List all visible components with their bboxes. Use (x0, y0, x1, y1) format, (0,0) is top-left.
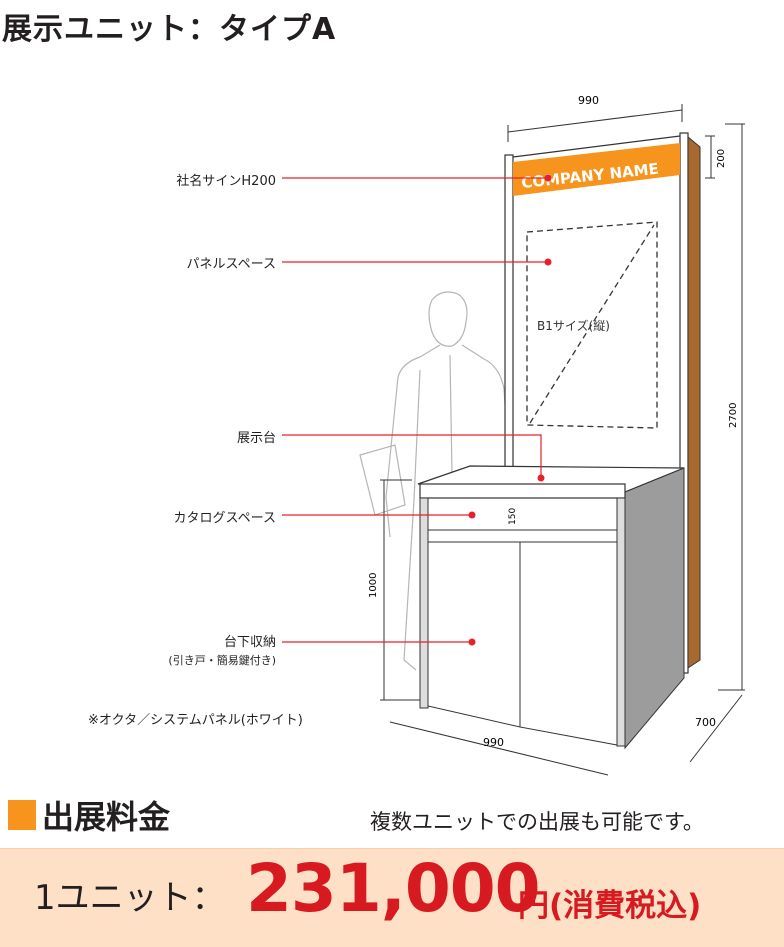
door-right (519, 541, 618, 746)
panel-size-label: B1サイズ(縦) (537, 318, 610, 333)
price-value: 231,000 (246, 850, 541, 927)
currency-note: 円(消費税込) (518, 888, 702, 924)
callout-storage: 台下収納 (223, 635, 276, 650)
footnote: ※オクタ／システムパネル(ホワイト) (88, 713, 303, 728)
callout-lines (282, 177, 548, 643)
counter (417, 465, 685, 750)
dim-bottom-width: 990 (483, 736, 504, 749)
orange-square-icon (8, 800, 36, 830)
price-band (0, 848, 784, 947)
page-title: 展示ユニット：タイプA (2, 12, 337, 47)
dim-top-width: 990 (578, 94, 599, 107)
callout-dots (468, 174, 552, 646)
callout-catalog: カタログスペース (173, 511, 276, 526)
callout-counter: 展示台 (236, 431, 276, 446)
company-sign (513, 143, 680, 196)
pricing-heading: 出展料金 (8, 792, 170, 838)
panel-space-dashed (526, 221, 658, 429)
back-frame (504, 132, 701, 674)
dim-counter-height: 1000 (368, 573, 379, 598)
callout-panel: パネルスペース (186, 257, 276, 272)
callout-sign: 社名サインH200 (176, 174, 276, 189)
dim-sign-height: 200 (716, 149, 727, 168)
unit-label: 1ユニット： (34, 878, 226, 918)
exhibit-unit-diagram: COMPANY NAME B1サイズ(縦) 990 200 2700 1000 … (282, 94, 745, 776)
dimension-lines (380, 104, 745, 776)
dim-total-height: 2700 (728, 403, 739, 428)
callout-storage-note: (引き戸・簡易鍵付き) (168, 654, 276, 667)
door-left (427, 541, 521, 728)
dim-catalog-height: 150 (508, 508, 518, 525)
dim-depth: 700 (695, 716, 716, 729)
multi-unit-note: 複数ユニットでの出展も可能です。 (370, 810, 704, 834)
pricing-heading-text: 出展料金 (42, 798, 171, 836)
